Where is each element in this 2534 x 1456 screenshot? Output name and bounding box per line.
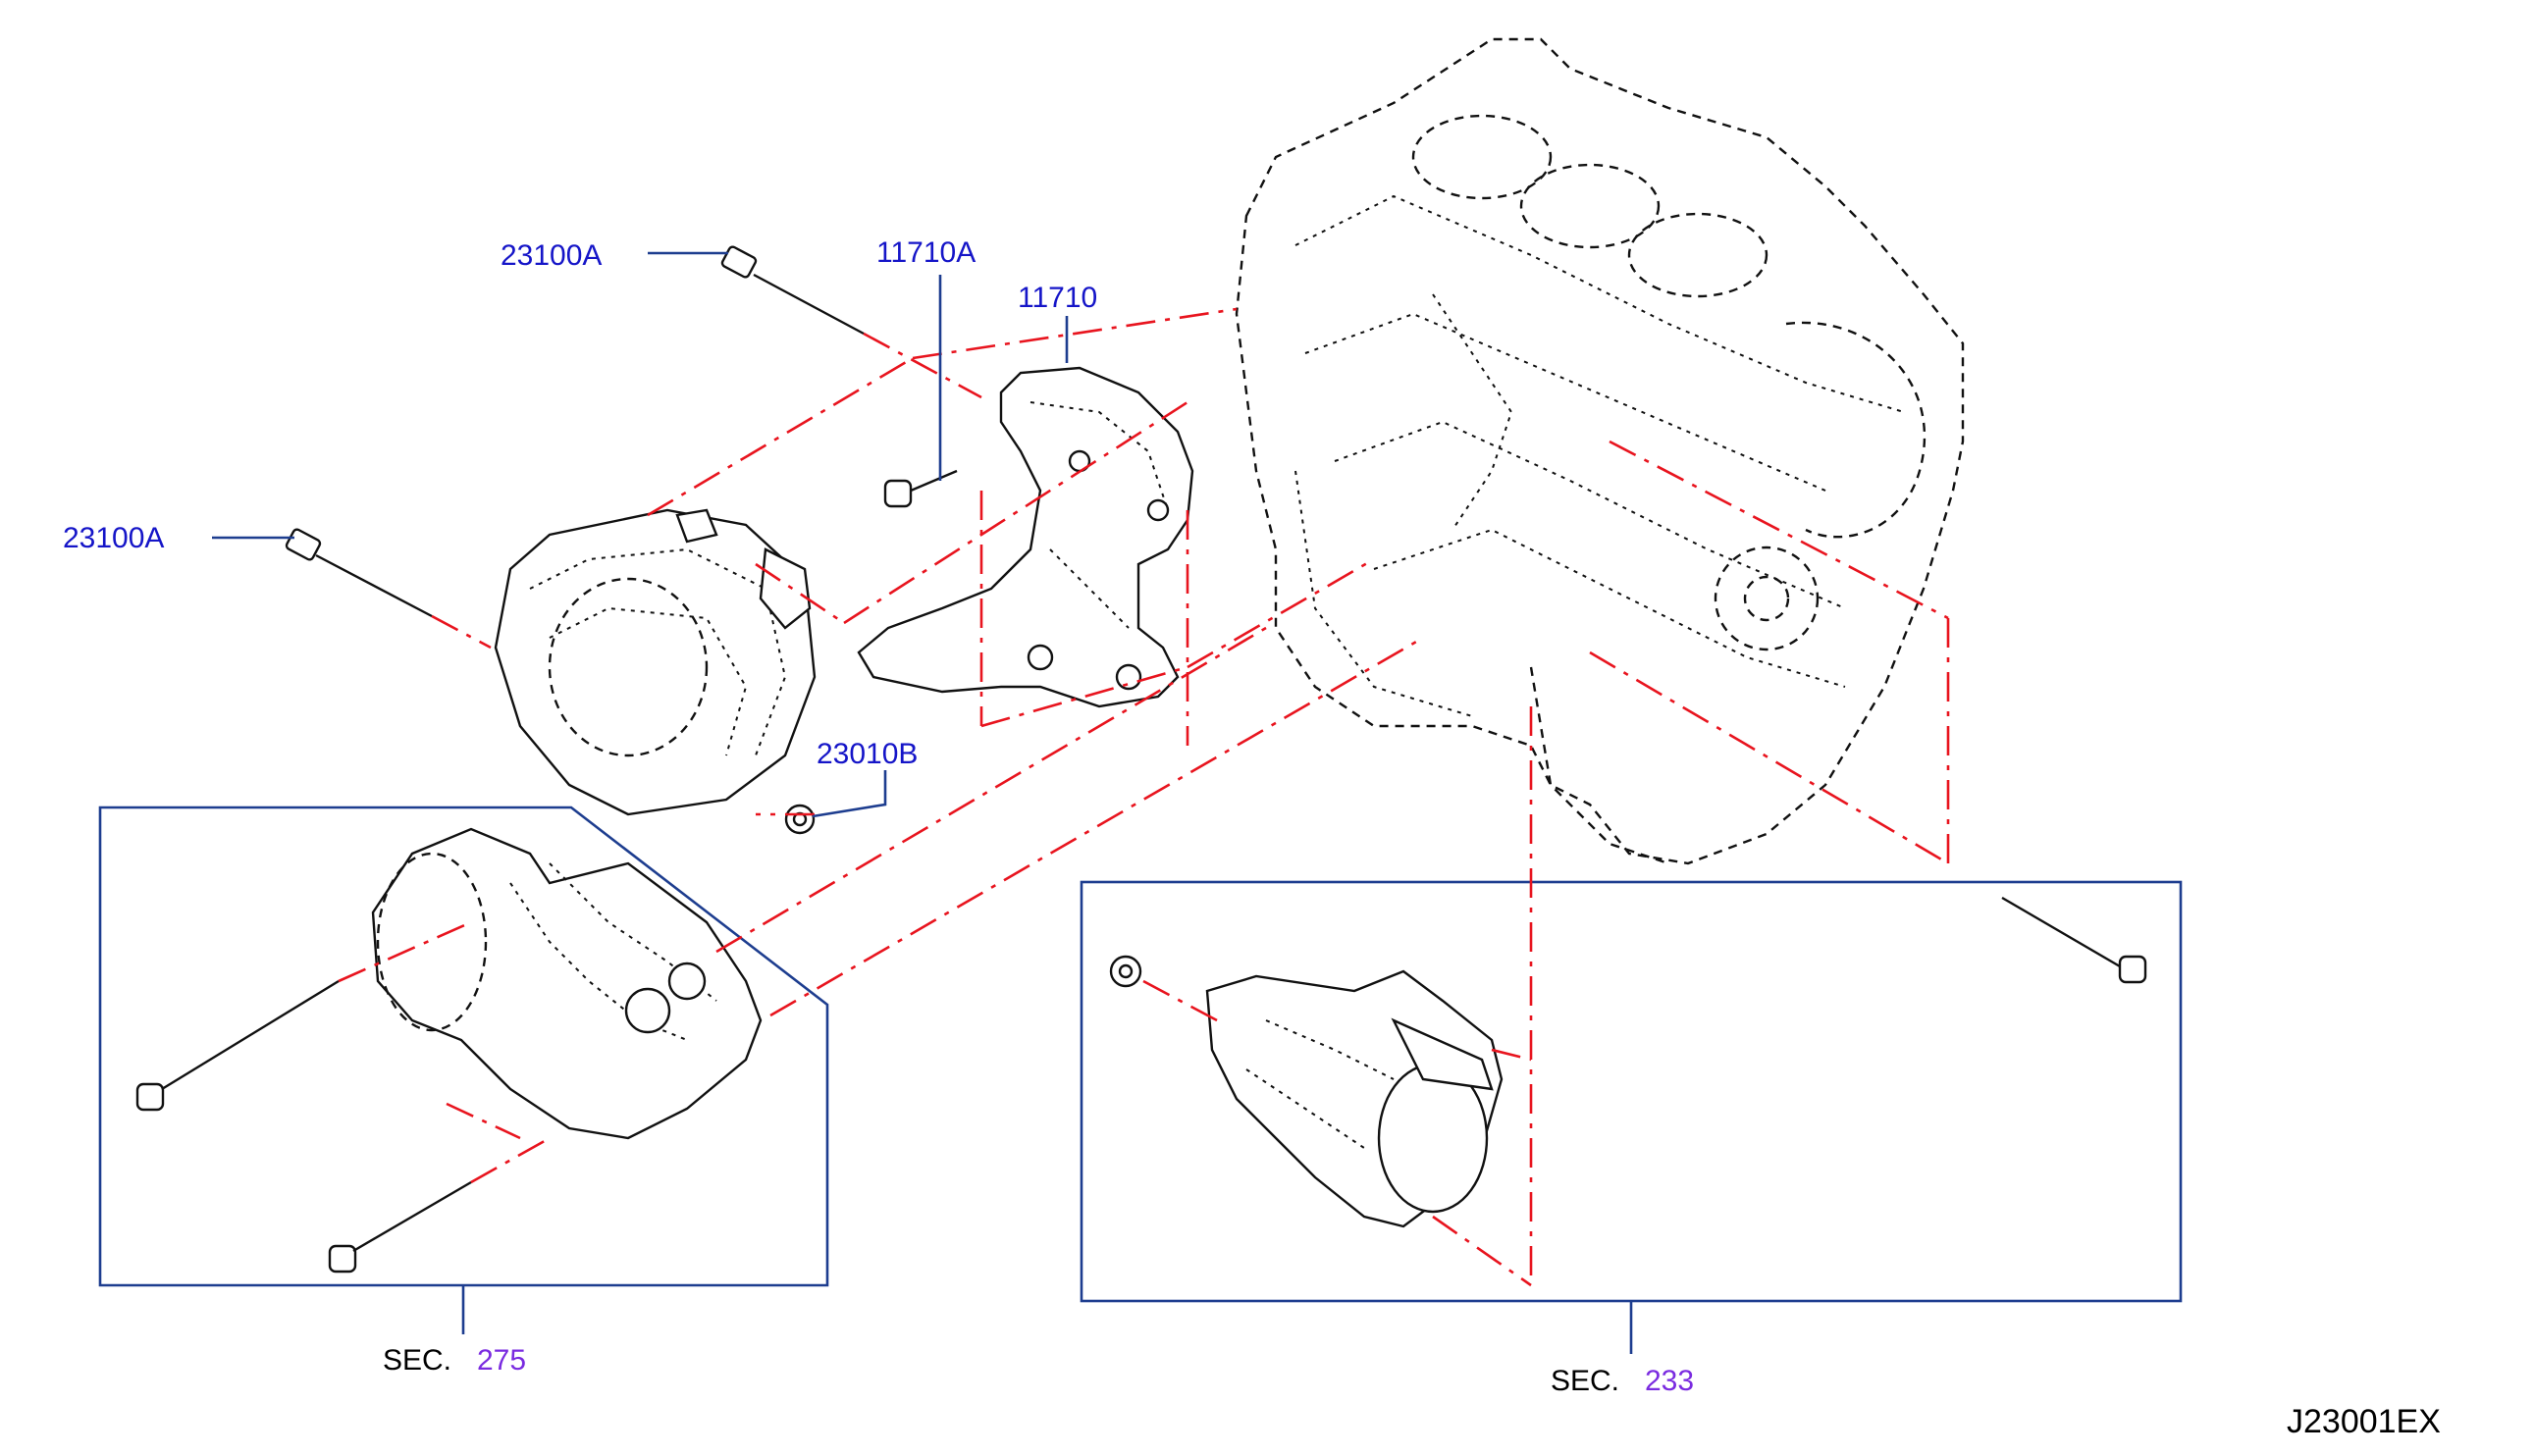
leader-23010b — [812, 770, 887, 818]
section-233-number[interactable]: 233 — [1645, 1365, 1695, 1397]
engine-block-icon — [1235, 37, 1965, 865]
callout-23100a-upper[interactable]: 23100A — [501, 239, 603, 272]
bolt-icon — [883, 469, 958, 508]
callout-23100a-lower[interactable]: 23100A — [63, 522, 165, 554]
assembly-lines — [338, 307, 1950, 1287]
diagram-code: J23001EX — [2287, 1403, 2441, 1440]
callout-11710[interactable]: 11710 — [1018, 282, 1098, 314]
bolt-icon — [285, 528, 433, 618]
section-233-prefix: SEC. — [1551, 1365, 1620, 1397]
nut-icon — [1109, 955, 1142, 988]
bolt-icon — [328, 1180, 472, 1274]
nut-icon — [784, 804, 816, 835]
starter-motor-icon — [1205, 969, 1504, 1228]
section-275-prefix: SEC. — [383, 1344, 452, 1377]
callout-23010b[interactable]: 23010B — [817, 738, 919, 770]
section-275-box — [98, 806, 829, 1287]
alternator-icon — [494, 508, 817, 816]
callout-11710a[interactable]: 11710A — [876, 236, 977, 269]
bolt-icon — [2001, 896, 2147, 984]
bolt-icon — [720, 245, 865, 336]
section-275-number[interactable]: 275 — [477, 1344, 527, 1377]
alternator-bracket-icon — [857, 366, 1194, 708]
transmission-icon — [371, 827, 763, 1140]
bolt-icon — [135, 979, 340, 1112]
